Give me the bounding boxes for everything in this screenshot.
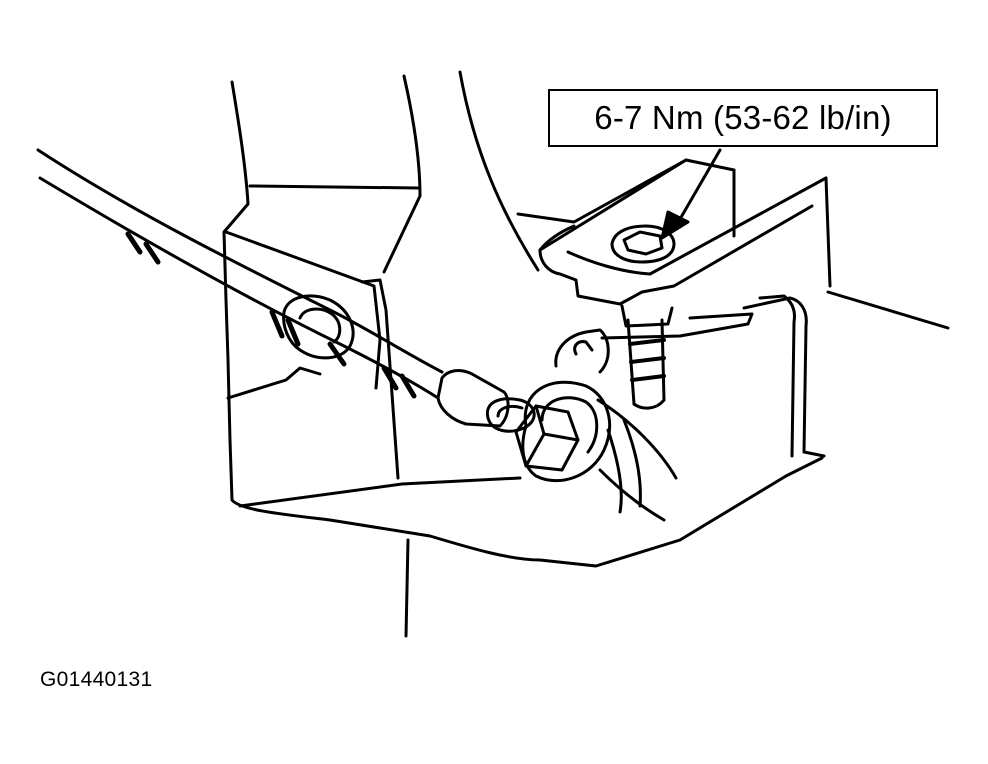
- housing-drop-line: [404, 538, 410, 638]
- cable-upper-strand: [36, 148, 444, 374]
- figure-id-label: G01440131: [40, 668, 153, 691]
- bracket-inner-step: [538, 224, 576, 252]
- cable-end-fitting: [436, 369, 510, 428]
- lever-contour-2: [622, 418, 642, 508]
- case-right-edge-2: [758, 294, 796, 458]
- housing-curve-right: [458, 70, 540, 272]
- housing-boss-ridge: [360, 278, 400, 480]
- cable-sleeve-mark-2: [143, 241, 161, 265]
- lever-contour-1: [606, 428, 623, 514]
- bracket-upper-face: [516, 158, 736, 224]
- lever-washer-inner: [540, 396, 599, 454]
- lever-tab: [573, 340, 594, 356]
- case-right-contour: [826, 290, 950, 330]
- housing-left-wall: [222, 80, 250, 302]
- case-right-plate: [600, 312, 754, 340]
- housing-top-ridge: [248, 184, 420, 190]
- callout-arrowhead: [660, 210, 690, 240]
- torque-spec-callout: 6-7 Nm (53-62 lb/in): [548, 89, 938, 147]
- cable-sleeve-mark-1: [125, 231, 143, 255]
- housing-hole-inner: [298, 307, 342, 344]
- housing-lower-left: [224, 298, 232, 442]
- bolt-nut: [620, 304, 674, 328]
- lever-arm: [596, 398, 678, 480]
- housing-bottom-contour: [538, 456, 824, 568]
- bolt-shank-end: [632, 398, 666, 410]
- housing-inner-wall: [382, 74, 422, 274]
- mounting-bolt: [610, 224, 676, 410]
- bolt-thread-2: [629, 356, 666, 364]
- cable-eyelet: [485, 397, 536, 433]
- bolt-thread-3: [630, 374, 666, 382]
- callout-leader-line: [674, 148, 722, 228]
- housing-boss: [224, 230, 382, 390]
- bolt-head-hex: [622, 230, 664, 256]
- housing-lower-notch: [226, 366, 322, 400]
- cable-sleeve-mark-7: [399, 373, 417, 399]
- cable-sleeve-mark-5: [327, 341, 347, 367]
- bolt-head-top: [610, 224, 676, 264]
- hex-nut-face: [524, 404, 580, 468]
- cable-sleeve-mark-4: [285, 317, 301, 347]
- bolt-thread-1: [628, 338, 666, 346]
- bracket-lip: [538, 204, 814, 306]
- case-right-lower: [802, 450, 826, 458]
- cable-sleeve-mark-3: [269, 309, 285, 339]
- cable-eyelet-inner: [496, 404, 524, 418]
- lever-arm-lower: [598, 468, 666, 522]
- bracket-long-face: [566, 176, 828, 276]
- bracket-top-edge: [538, 158, 688, 252]
- case-right-edge-1: [742, 296, 808, 454]
- housing-lower-face: [238, 476, 522, 508]
- housing-hole-outer: [282, 294, 355, 360]
- lever-body: [554, 328, 610, 374]
- bracket-far-rear: [824, 176, 832, 288]
- torque-spec-label: 6-7 Nm (53-62 lb/in): [594, 99, 892, 136]
- cable-lower-strand: [38, 176, 440, 400]
- lever-washer-outer: [521, 380, 612, 483]
